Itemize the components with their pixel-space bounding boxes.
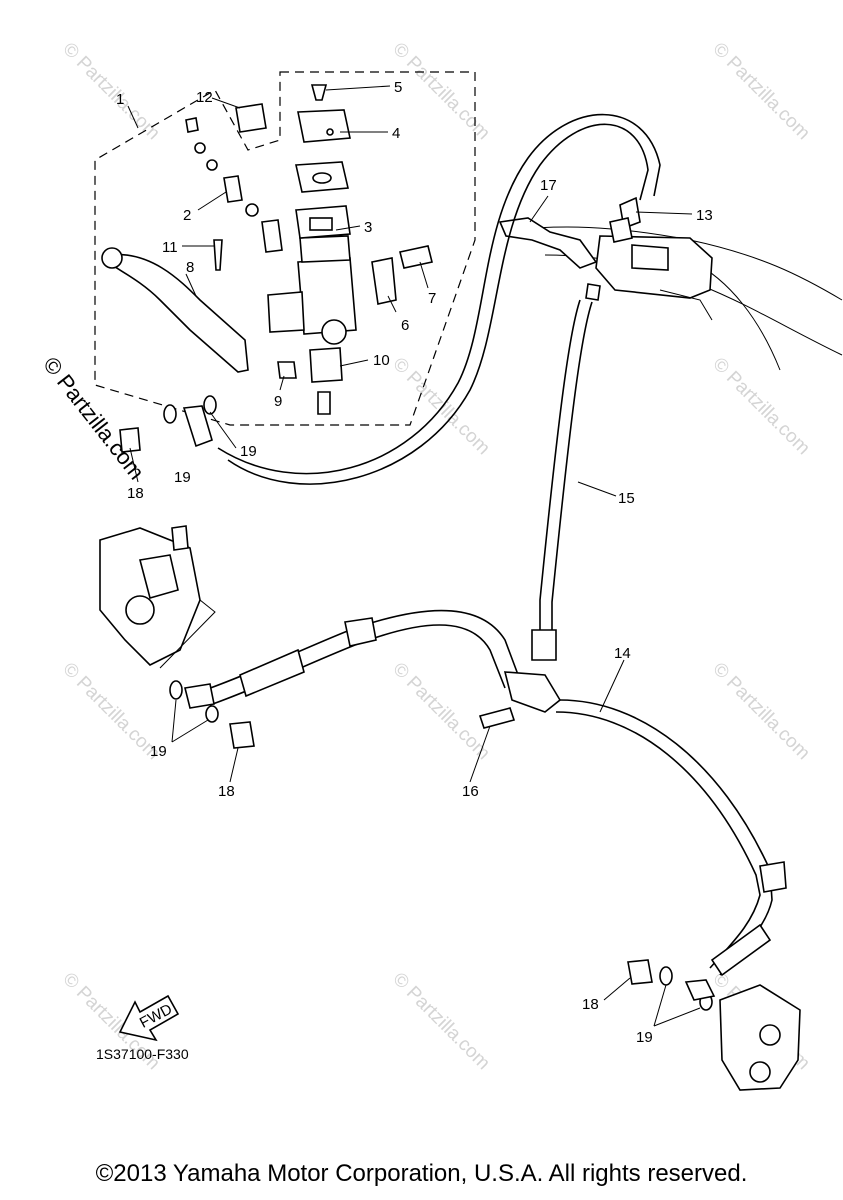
brake-hose-upper xyxy=(227,123,649,485)
master-cylinder-right xyxy=(595,196,713,321)
holder xyxy=(371,257,397,305)
watermark: © Partzilla.com xyxy=(708,39,813,144)
callout-6: 6 xyxy=(401,317,409,334)
callout-19: 19 xyxy=(174,469,191,486)
watermark: © Partzilla.com xyxy=(388,969,493,1074)
union-bolt xyxy=(119,427,141,453)
callout-18: 18 xyxy=(582,996,599,1013)
callouts: 1 2 3 4 5 6 7 8 9 10 11 12 13 14 15 16 1… xyxy=(116,79,713,1046)
callout-1: 1 xyxy=(116,91,124,108)
callout-14: 14 xyxy=(614,645,631,662)
lower-left-union xyxy=(169,680,255,749)
caliper-left xyxy=(99,525,216,669)
watermark: © Partzilla.com xyxy=(388,659,493,764)
brake-switch xyxy=(309,347,343,383)
joint-bolt xyxy=(478,707,516,729)
callout-13: 13 xyxy=(696,207,713,224)
callout-15: 15 xyxy=(618,490,635,507)
hose-bracket xyxy=(498,217,598,269)
callout-19: 19 xyxy=(150,743,167,760)
callout-18: 18 xyxy=(127,485,144,502)
master-cylinder-left xyxy=(101,84,433,415)
watermark: © Partzilla.com xyxy=(708,659,813,764)
callout-7: 7 xyxy=(428,290,436,307)
upper-union xyxy=(119,395,217,453)
callout-9: 9 xyxy=(274,393,282,410)
brake-hose-lower xyxy=(184,609,787,977)
diagram-code: 1S37100-F330 xyxy=(96,1046,189,1062)
callout-5: 5 xyxy=(394,79,402,96)
reservoir-cap xyxy=(297,109,351,143)
watermark: © Partzilla.com xyxy=(58,39,163,144)
brake-hose-vertical xyxy=(531,283,601,661)
nut xyxy=(277,361,297,379)
callout-17: 17 xyxy=(540,177,557,194)
copyright-notice: ©2013 Yamaha Motor Corporation, U.S.A. A… xyxy=(95,1160,748,1187)
fwd-arrow: FWD xyxy=(118,994,180,1042)
callout-16: 16 xyxy=(462,783,479,800)
watermark: © Partzilla.com xyxy=(708,354,813,459)
watermark: © Partzilla.com xyxy=(58,659,163,764)
bolt xyxy=(317,391,331,415)
boot xyxy=(235,103,267,133)
callout-18: 18 xyxy=(218,783,235,800)
callout-10: 10 xyxy=(373,352,390,369)
master-cylinder-assembly-outline xyxy=(94,71,476,426)
callout-11: 11 xyxy=(162,239,178,256)
caliper-right xyxy=(627,959,801,1091)
cap-screw xyxy=(310,84,328,101)
brake-hose-upper-inner xyxy=(217,113,661,475)
callout-19: 19 xyxy=(636,1029,653,1046)
watermark: © Partzilla.com xyxy=(388,39,493,144)
callout-12: 12 xyxy=(196,89,213,106)
brake-lever xyxy=(107,253,249,373)
push-rod xyxy=(213,239,223,271)
callout-2: 2 xyxy=(183,207,191,224)
callout-4: 4 xyxy=(392,125,400,142)
callout-8: 8 xyxy=(186,259,194,276)
leader-lines xyxy=(127,85,701,1027)
callout-19: 19 xyxy=(240,443,257,460)
callout-3: 3 xyxy=(364,219,372,236)
